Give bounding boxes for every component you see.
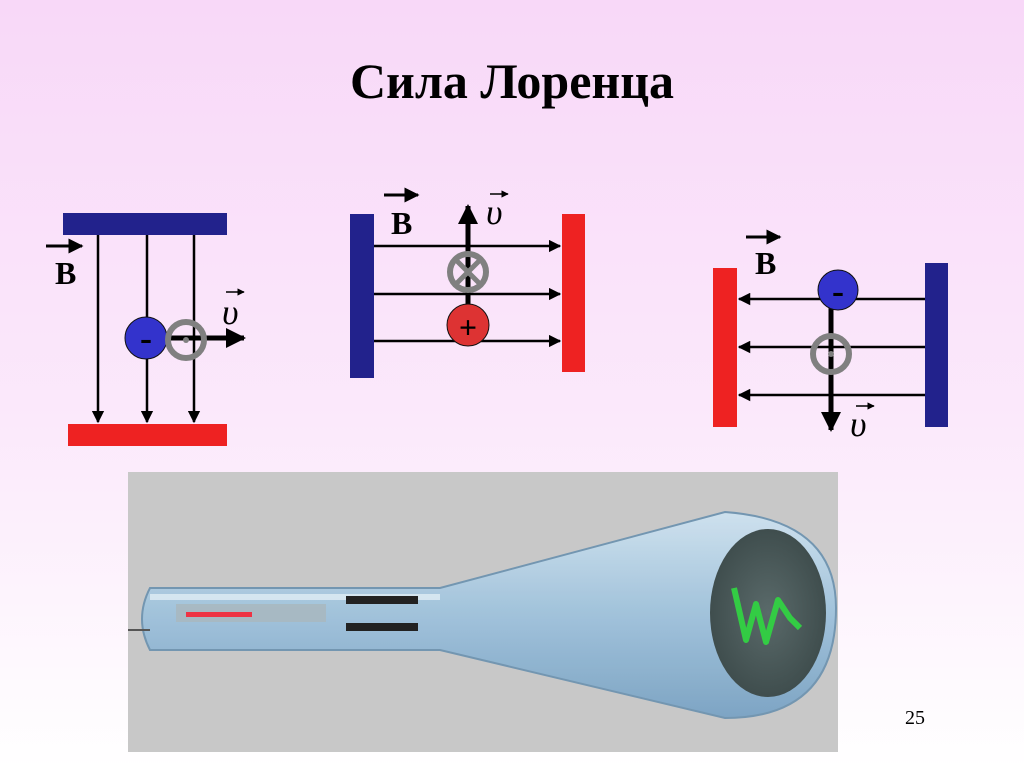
right-plate [925, 263, 948, 427]
crt-screen [710, 529, 826, 697]
right-plate [562, 214, 585, 372]
charge-sign: - [832, 271, 844, 311]
velocity-label: υ [486, 192, 503, 232]
field-label: B [55, 255, 76, 291]
cathode-ray-tube-icon [128, 472, 838, 752]
charge-sign: - [140, 318, 152, 358]
tube-envelope [141, 510, 838, 720]
charge [817, 269, 859, 311]
neutral-ring [447, 251, 489, 293]
top-plate [63, 213, 227, 235]
diagram-horizontal-field-left: B υ - [713, 229, 948, 444]
deflection-plate [346, 596, 418, 604]
velocity-label: υ [850, 404, 867, 444]
neutral-ring [165, 319, 207, 361]
diagram-horizontal-field-right: B υ + [350, 187, 585, 378]
field-label: B [391, 205, 412, 241]
cross-into-page-icon [455, 259, 481, 285]
charge [446, 303, 490, 347]
field-label: B [755, 245, 776, 281]
neck-highlight [150, 594, 440, 600]
diagram-vertical-field: B υ - [46, 213, 246, 446]
velocity-label: υ [222, 292, 239, 332]
point-out-of-page-icon [183, 337, 189, 343]
screen-trace [731, 587, 803, 645]
neutral-ring [810, 333, 852, 375]
bottom-plate [68, 424, 227, 446]
point-out-of-page-icon [828, 351, 834, 357]
electron-beam [186, 612, 252, 617]
deflection-plate [346, 623, 418, 631]
left-plate [350, 214, 374, 378]
slide-title: Сила Лоренца [349, 53, 675, 109]
slide-page-number: 25 [905, 707, 925, 729]
charge-sign: + [459, 309, 477, 345]
left-plate [713, 268, 737, 427]
